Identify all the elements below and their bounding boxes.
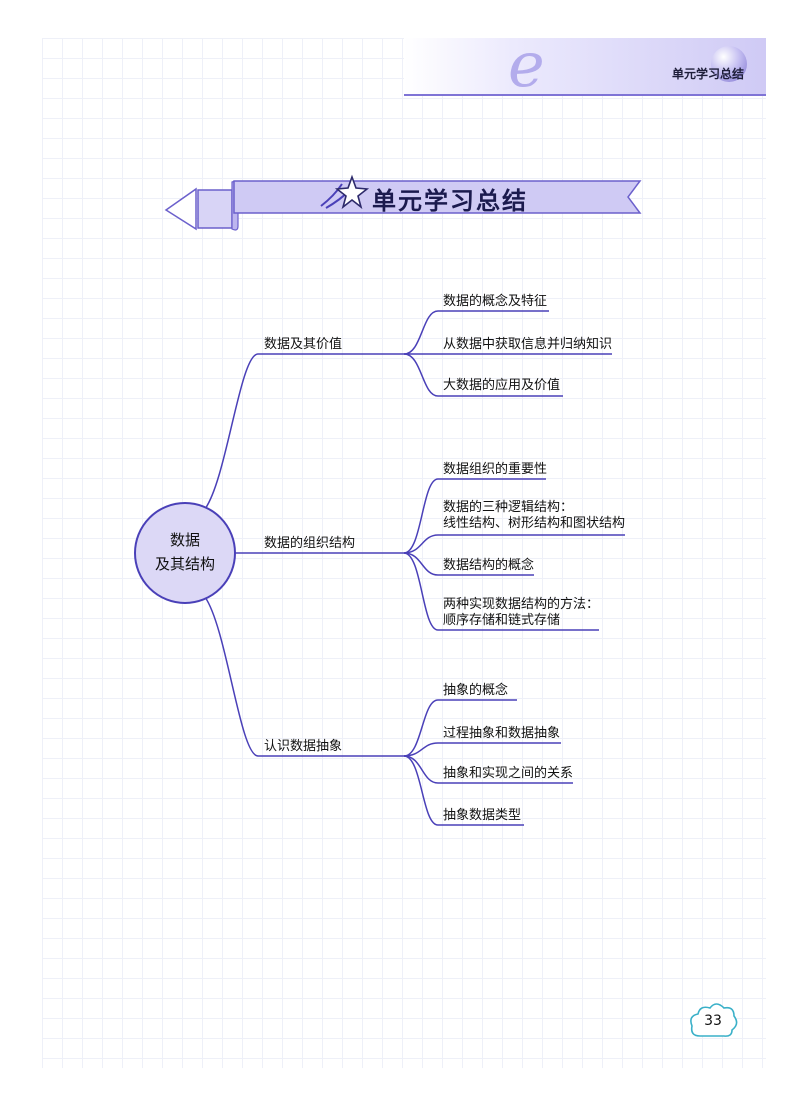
leaf-process-data-abstraction: 过程抽象和数据抽象 <box>443 726 561 741</box>
child-link-2-1 <box>403 742 439 757</box>
center-line-2: 及其结构 <box>154 555 215 573</box>
leaf-abstraction-concept: 抽象的概念 <box>443 683 509 698</box>
leaf-storage-methods-line2: 顺序存储和链式存储 <box>443 613 561 628</box>
leaf-organization-importance: 数据组织的重要性 <box>443 462 548 477</box>
child-link-0-2 <box>403 353 439 397</box>
leaf-data-concept: 数据的概念及特征 <box>443 294 548 309</box>
page-header: e 单元学习总结 <box>404 34 766 96</box>
mindmap-links <box>204 310 625 826</box>
branch-label-data-abstraction: 认识数据抽象 <box>264 739 343 754</box>
banner-ribbon <box>233 180 642 214</box>
trunk-link-2 <box>204 596 259 757</box>
leaf-abstract-data-type: 抽象数据类型 <box>443 808 522 823</box>
leaf-big-data: 大数据的应用及价值 <box>443 378 561 393</box>
child-link-1-3 <box>403 552 439 631</box>
child-link-2-2 <box>403 755 439 784</box>
leaf-info-knowledge: 从数据中获取信息并归纳知识 <box>443 337 613 352</box>
e-logo-icon: e <box>508 28 545 101</box>
child-link-2-3 <box>403 755 439 826</box>
child-link-1-0 <box>403 478 439 554</box>
section-banner <box>164 174 642 231</box>
child-link-2-0 <box>403 699 439 757</box>
page-cloud-icon <box>690 1003 738 1037</box>
header-title: 单元学习总结 <box>671 67 744 81</box>
branch-label-data-value: 数据及其价值 <box>264 337 343 352</box>
child-link-1-1 <box>403 534 439 554</box>
leaf-three-structures-line2: 线性结构、树形结构和图状结构 <box>443 516 626 531</box>
banner-scroll-left <box>197 189 233 229</box>
star-icon <box>320 174 370 210</box>
leaf-structure-concept: 数据结构的概念 <box>443 558 535 573</box>
center-line-1: 数据 <box>169 531 200 549</box>
banner-arrow-icon <box>164 187 197 231</box>
leaf-storage-methods-line1: 两种实现数据结构的方法： <box>443 597 600 612</box>
center-node <box>134 502 236 604</box>
trunk-link-0 <box>204 353 259 510</box>
leaf-abstraction-implementation: 抽象和实现之间的关系 <box>443 766 574 781</box>
page-number: 33 <box>704 1013 722 1029</box>
globe-orb-icon <box>711 46 747 82</box>
leaf-three-structures-line1: 数据的三种逻辑结构： <box>443 500 574 515</box>
child-link-0-0 <box>403 310 439 355</box>
center-node-label: 数据 及其结构 <box>135 528 235 576</box>
branch-label-data-structure: 数据的组织结构 <box>264 536 356 551</box>
banner-title: 单元学习总结 <box>372 187 528 215</box>
